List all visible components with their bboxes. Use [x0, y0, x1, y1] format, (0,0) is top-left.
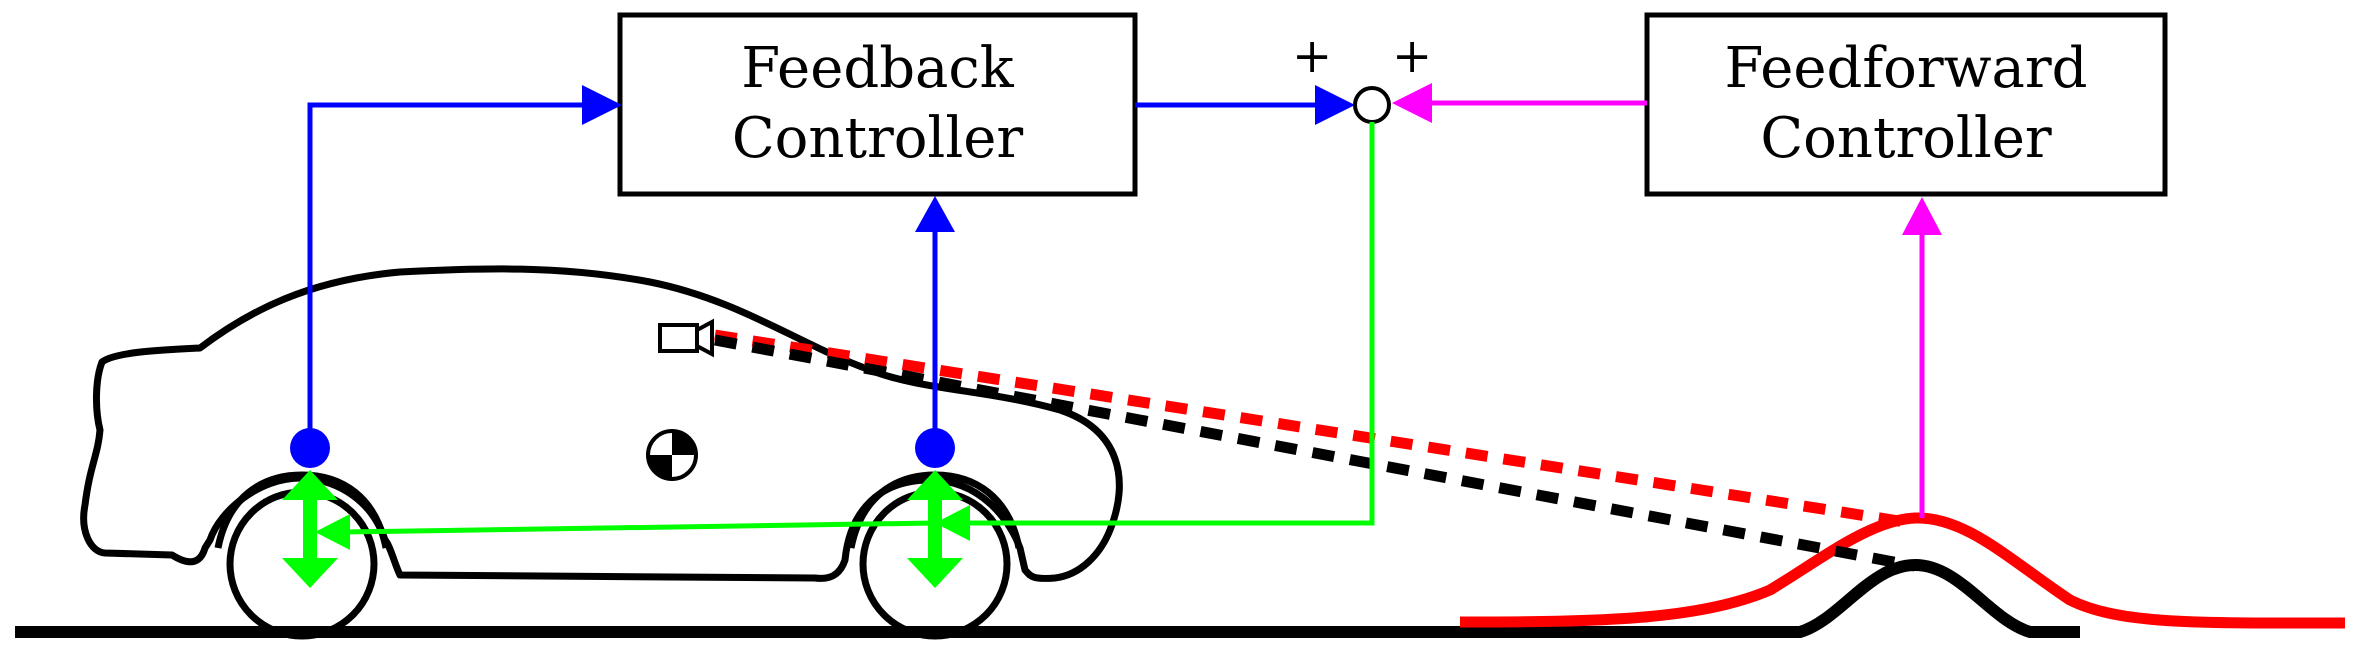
- road-profile-red: [1459, 512, 2346, 629]
- feedback-arrowhead-front: [915, 196, 955, 232]
- summing-junction-icon: [1353, 86, 1391, 124]
- preview-line-red: [714, 329, 1906, 528]
- feedforward-controller-label: Feedforward Controller: [1647, 34, 2165, 174]
- sensor-dot-icon: [290, 428, 330, 468]
- actuator-arrowhead-rear: [315, 514, 350, 550]
- feedback-controller-label: Feedback Controller: [620, 34, 1135, 174]
- feedforward-label-line1: Feedforward: [1724, 36, 2088, 101]
- feedback-output-arrowhead: [1315, 85, 1355, 125]
- actuator-arrow-icon: [907, 470, 963, 588]
- preview-line-black: [713, 334, 1917, 572]
- actuator-signal: [965, 122, 1375, 526]
- actuator-signal-rear: [344, 520, 936, 535]
- center-of-gravity-icon: [646, 429, 698, 481]
- feedback-label-line1: Feedback: [741, 36, 1014, 101]
- feedforward-label-line2: Controller: [1760, 106, 2052, 171]
- actuator-arrow-icon: [282, 470, 338, 588]
- feedback-signal-rear: [307, 102, 585, 448]
- feedback-controller-box: [617, 12, 1138, 197]
- feedforward-arrowhead-up: [1902, 197, 1942, 235]
- feedback-arrowhead-rear: [582, 85, 622, 125]
- feedback-label-line2: Controller: [731, 106, 1024, 171]
- feedforward-output-arrowhead: [1392, 83, 1432, 123]
- actuator-arrowhead-front: [935, 505, 970, 541]
- sensor-dot-icon: [915, 428, 955, 468]
- summing-sign-right: +: [1392, 28, 1433, 84]
- summing-sign-left: +: [1292, 28, 1333, 84]
- camera-icon: [658, 318, 714, 358]
